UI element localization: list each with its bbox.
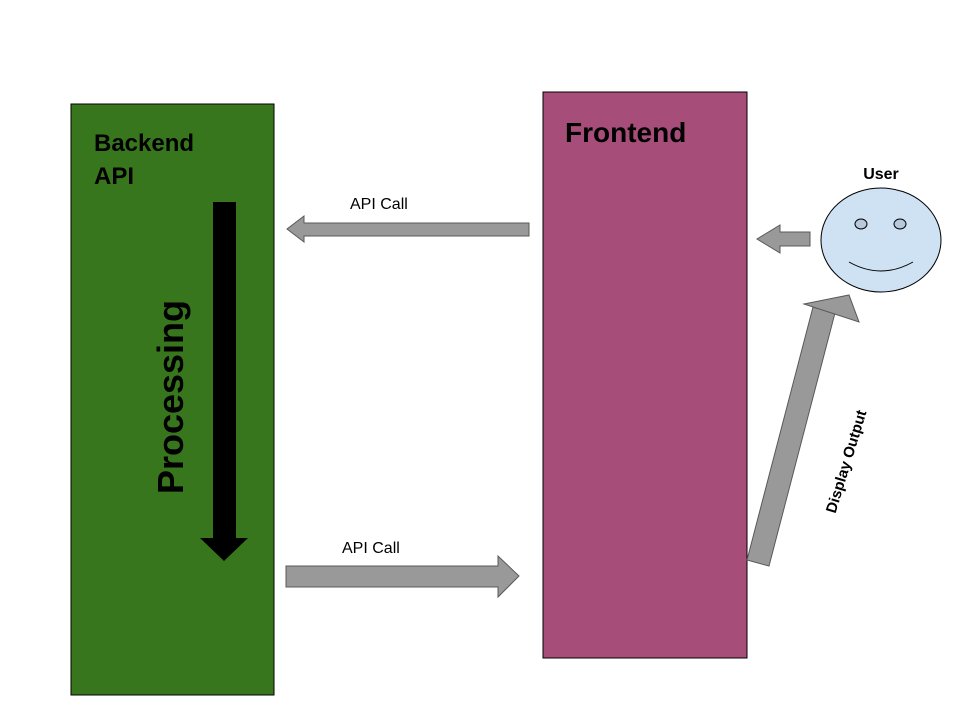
display-output-arrow-head [802,294,860,323]
api-call-bottom-label: API Call [342,540,400,557]
user-input-arrow-shape [756,224,811,254]
user-node: User [820,166,942,293]
display-output-label: Display Output [823,408,870,515]
backend-api-box: Backend API [70,103,275,696]
processing-label: Processing [150,300,191,494]
processing-arrow-shape [200,202,248,561]
api-call-top-label: API Call [350,196,408,213]
smiley-face-icon [820,187,942,293]
user-input-arrow [756,224,811,254]
backend-api-title-line1: Backend [94,130,194,157]
display-output-arrow: Display Output [746,294,870,567]
smiley-mouth-icon [848,261,914,272]
api-call-bottom-arrow-shape [285,554,520,599]
frontend-box: Frontend [542,91,748,659]
smiley-left-eye-icon [854,218,868,230]
display-output-arrow-body [746,306,836,567]
api-call-bottom-arrow: API Call [285,540,520,599]
backend-api-title-line2: API [94,163,134,190]
api-call-top-arrow-shape [286,214,530,244]
smiley-right-eye-icon [893,218,907,230]
processing-arrow [200,202,248,561]
api-call-top-arrow: API Call [286,196,530,244]
backend-api-rect [70,103,275,696]
user-label: User [863,166,899,183]
frontend-rect [542,91,748,659]
frontend-title: Frontend [565,117,686,148]
